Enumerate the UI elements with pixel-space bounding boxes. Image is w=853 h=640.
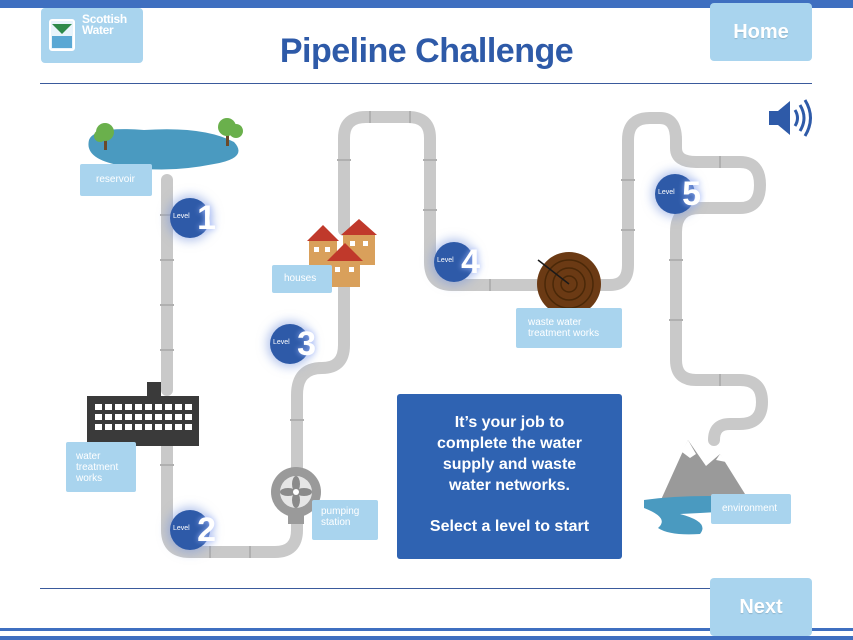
header-divider xyxy=(40,83,812,84)
level-5-number: 5 xyxy=(682,175,701,213)
level-1-button[interactable]: Level 1 xyxy=(170,198,216,238)
pumping-station-label-line-1: pumping xyxy=(321,506,360,517)
next-button[interactable]: Next xyxy=(710,578,812,636)
level-2-number: 2 xyxy=(197,511,216,549)
instruction-line-5: Select a level to start xyxy=(429,518,590,535)
instruction-spacer xyxy=(397,496,622,516)
instruction-line-4: water networks. xyxy=(449,477,570,494)
level-3-word: Level xyxy=(273,339,290,346)
home-button[interactable]: Home xyxy=(710,3,812,61)
water-treatment-label-line-2: treatment xyxy=(76,462,119,473)
water-treatment-label-line-3: works xyxy=(76,473,103,484)
level-3-number: 3 xyxy=(297,325,316,363)
instruction-line-1: It’s your job to xyxy=(454,414,565,431)
instruction-line-2: complete the water xyxy=(437,435,582,452)
waste-water-label-line-2: treatment works xyxy=(528,328,600,339)
level-2-button[interactable]: Level 2 xyxy=(170,510,216,550)
logo-text: Scottish Water xyxy=(82,12,127,37)
instruction-line-3: supply and waste xyxy=(442,456,577,473)
level-5-button[interactable]: Level 5 xyxy=(655,174,701,214)
logo-line-2: Water xyxy=(82,23,114,37)
waste-water-label-line-1: waste water xyxy=(528,317,582,328)
level-4-button[interactable]: Level 4 xyxy=(434,242,480,282)
level-4-word: Level xyxy=(437,257,454,264)
level-3-button[interactable]: Level 3 xyxy=(270,324,316,364)
scottish-water-logo xyxy=(41,8,143,63)
speaker-volume-icon[interactable] xyxy=(766,98,814,140)
environment-label: environment xyxy=(711,494,791,524)
level-5-word: Level xyxy=(658,189,675,196)
logo-line-1: Scottish xyxy=(82,12,127,26)
reservoir-label: reservoir xyxy=(80,164,152,196)
water-treatment-label: water treatment works xyxy=(66,442,136,492)
water-treatment-label-line-1: water xyxy=(76,451,101,462)
waste-water-treatment-tank-icon xyxy=(537,252,601,316)
water-treatment-building-icon xyxy=(87,382,199,446)
waste-water-treatment-label: waste water treatment works xyxy=(516,308,622,348)
page-title: Pipeline Challenge xyxy=(279,32,574,70)
level-1-number: 1 xyxy=(197,199,216,237)
top-frame-gap xyxy=(0,8,853,14)
water-glass-icon xyxy=(49,19,75,51)
footer-divider xyxy=(40,588,812,589)
level-1-word: Level xyxy=(173,213,190,220)
level-2-word: Level xyxy=(173,525,190,532)
houses-label: houses xyxy=(272,265,332,293)
pumping-station-label-line-2: station xyxy=(321,517,351,528)
instruction-panel: It’s your job to complete the water supp… xyxy=(397,394,622,559)
pumping-station-fan-icon xyxy=(271,467,321,524)
level-4-number: 4 xyxy=(461,243,480,281)
bottom-frame-gap xyxy=(0,631,853,636)
pumping-station-label: pumping station xyxy=(312,500,378,540)
reservoir-lake-icon xyxy=(88,118,243,170)
environment-mountain-icon xyxy=(644,440,790,535)
